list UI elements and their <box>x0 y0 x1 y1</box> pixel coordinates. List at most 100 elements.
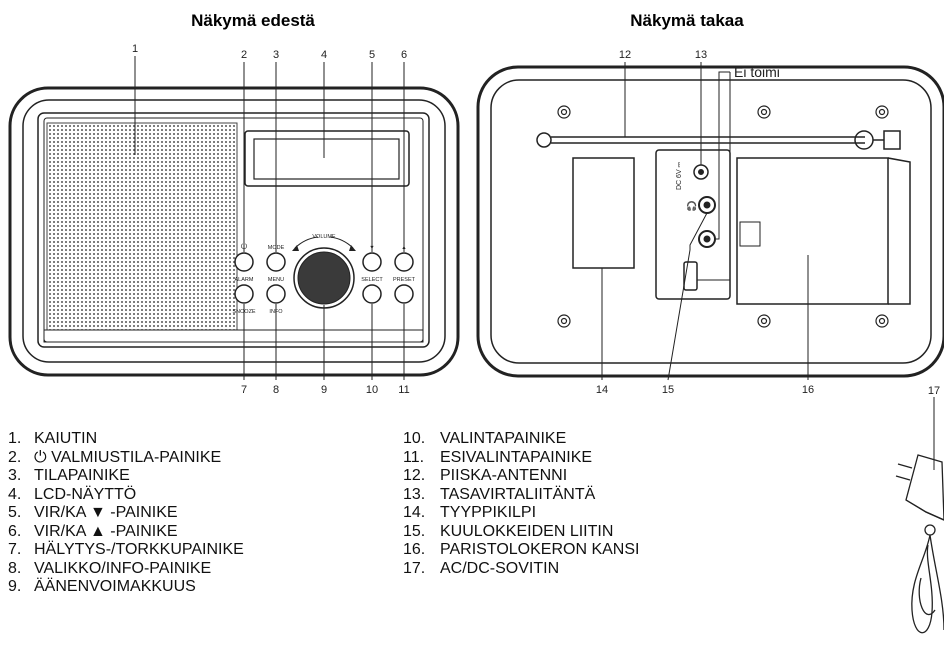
list-item: 8. VALIKKO/INFO-PAINIKE <box>8 560 244 579</box>
ac-dc-adapter <box>895 454 944 634</box>
list-item: 2. ⏻ VALMIUSTILA-PAINIKE <box>8 449 244 468</box>
alarm-snooze-button[interactable] <box>234 284 254 304</box>
callout-4: 4 <box>321 49 327 61</box>
front-view <box>8 86 460 377</box>
front-outer-body <box>8 86 460 377</box>
rating-plate <box>572 157 635 269</box>
list-item-text: LCD-NÄYTTÖ <box>34 485 137 503</box>
list-item-number: 12. <box>403 467 426 484</box>
callout-1: 1 <box>132 43 138 55</box>
list-item-text: PIISKA-ANTENNI <box>440 467 568 484</box>
list-item-number: 2. <box>8 448 22 466</box>
callout-5: 5 <box>369 49 375 61</box>
back-view-title: Näkymä takaa <box>630 11 744 30</box>
list-item: 14. TYYPPIKILPI <box>403 504 639 523</box>
list-item: 11. ESIVALINTAPAINIKE <box>403 449 639 468</box>
lcd-display <box>253 138 400 180</box>
back-inner-body <box>490 79 932 364</box>
list-item: 4. LCD-NÄYTTÖ <box>8 486 244 505</box>
list-item: 10. VALINTAPAINIKE <box>403 430 639 449</box>
volume-knob[interactable] <box>297 251 351 305</box>
callout-13: 13 <box>695 49 707 61</box>
list-item-number: 16. <box>403 541 426 558</box>
front-view-title: Näkymä edestä <box>191 11 315 30</box>
tune-down-button[interactable] <box>362 252 382 272</box>
front-bottom-strip <box>43 329 424 343</box>
list-item-text: ESIVALINTAPAINIKE <box>440 448 593 466</box>
tune-up-button[interactable] <box>394 252 414 272</box>
preset-button[interactable] <box>394 284 414 304</box>
list-item-text: VALIKKO/INFO-PAINIKE <box>34 559 212 577</box>
screws <box>557 105 889 328</box>
dc-jack-pin <box>698 169 704 175</box>
list-item-number: 6. <box>8 522 22 540</box>
list-item-number: 17. <box>403 559 426 577</box>
list-item-text: ⏻ VALMIUSTILA-PAINIKE <box>34 448 222 466</box>
list-item-text: AC/DC-SOVITIN <box>440 559 560 577</box>
battery-cover-edge <box>887 157 911 305</box>
list-item-number: 3. <box>8 467 22 484</box>
list-item-text: TILAPAINIKE <box>34 467 130 484</box>
list-item-number: 10. <box>403 430 426 447</box>
headphone-jack-inner <box>703 201 711 209</box>
headphone-symbol: 🎧 <box>686 200 697 211</box>
callout-6: 6 <box>401 49 407 61</box>
list-item-number: 11. <box>403 448 425 466</box>
list-item-number: 14. <box>403 504 426 521</box>
list-item: 5. VIR/KA ▼ -PAINIKE <box>8 504 244 523</box>
list-item: 12. PIISKA-ANTENNI <box>403 467 639 486</box>
callout-12: 12 <box>619 49 631 61</box>
list-item: 6. VIR/KA ▲ -PAINIKE <box>8 523 244 542</box>
list-item: 1. KAIUTIN <box>8 430 244 449</box>
callout-3: 3 <box>273 49 279 61</box>
dc-label: DC 6V ⎓ <box>676 161 683 190</box>
mode-button[interactable] <box>266 252 286 272</box>
list-item-text: TYYPPIKILPI <box>440 504 537 521</box>
back-outer-body <box>476 65 944 378</box>
select-button[interactable] <box>362 284 382 304</box>
preset-label: PRESET <box>393 277 416 283</box>
callout-17: 17 <box>928 385 940 397</box>
list-item-number: 4. <box>8 485 22 503</box>
list-item: 17. AC/DC-SOVITIN <box>403 560 639 579</box>
back-view <box>476 65 944 378</box>
list-item-number: 8. <box>8 559 22 577</box>
lcd-display-frame <box>244 130 410 187</box>
list-item: 9.ÄÄNENVOIMAKKUUS <box>8 578 244 597</box>
list-item-text: VALINTAPAINIKE <box>440 430 567 447</box>
callout-10: 10 <box>366 384 378 396</box>
not-working-label: Ei toimi <box>734 64 780 80</box>
list-item-text: KUULOKKEIDEN LIITIN <box>440 522 614 540</box>
front-inner-body <box>22 99 446 363</box>
menu-info-button[interactable] <box>266 284 286 304</box>
list-item-text: VIR/KA ▲ -PAINIKE <box>34 522 178 540</box>
callout-16: 16 <box>802 384 814 396</box>
front-panel <box>37 112 430 348</box>
list-item-text: ÄÄNENVOIMAKKUUS <box>34 578 196 595</box>
callout-11: 11 <box>398 384 409 396</box>
list-item-text: TASAVIRTALIITÄNTÄ <box>440 485 596 503</box>
callout-14: 14 <box>596 384 608 396</box>
standby-button[interactable] <box>234 252 254 272</box>
list-item: 3. TILAPAINIKE <box>8 467 244 486</box>
list-item-text: PARISTOLOKERON KANSI <box>440 541 640 558</box>
volume-arrowhead-right <box>349 245 356 251</box>
list-item: 15. KUULOKKEIDEN LIITIN <box>403 523 639 542</box>
list-item-text: HÄLYTYS-/TORKKUPAINIKE <box>34 541 244 558</box>
usb-port <box>683 261 698 291</box>
list-item-number: 1. <box>8 430 22 447</box>
list-item-text: KAIUTIN <box>34 430 98 447</box>
parts-list-left: 1. KAIUTIN 2. ⏻ VALMIUSTILA-PAINIKE 3. TILAPA… <box>8 430 244 597</box>
menu-label: MENU <box>268 277 284 283</box>
list-item-number: 5. <box>8 504 22 521</box>
list-item-number: 7. <box>8 541 22 558</box>
battery-cover-latch <box>739 221 761 247</box>
whip-antenna <box>536 130 901 150</box>
list-item: 7. HÄLYTYS-/TORKKUPAINIKE <box>8 541 244 560</box>
list-item-number: 15. <box>403 522 426 540</box>
volume-arrowhead-left <box>292 245 299 251</box>
list-item-text: VIR/KA ▼ -PAINIKE <box>34 504 178 521</box>
callout-8: 8 <box>273 384 279 396</box>
